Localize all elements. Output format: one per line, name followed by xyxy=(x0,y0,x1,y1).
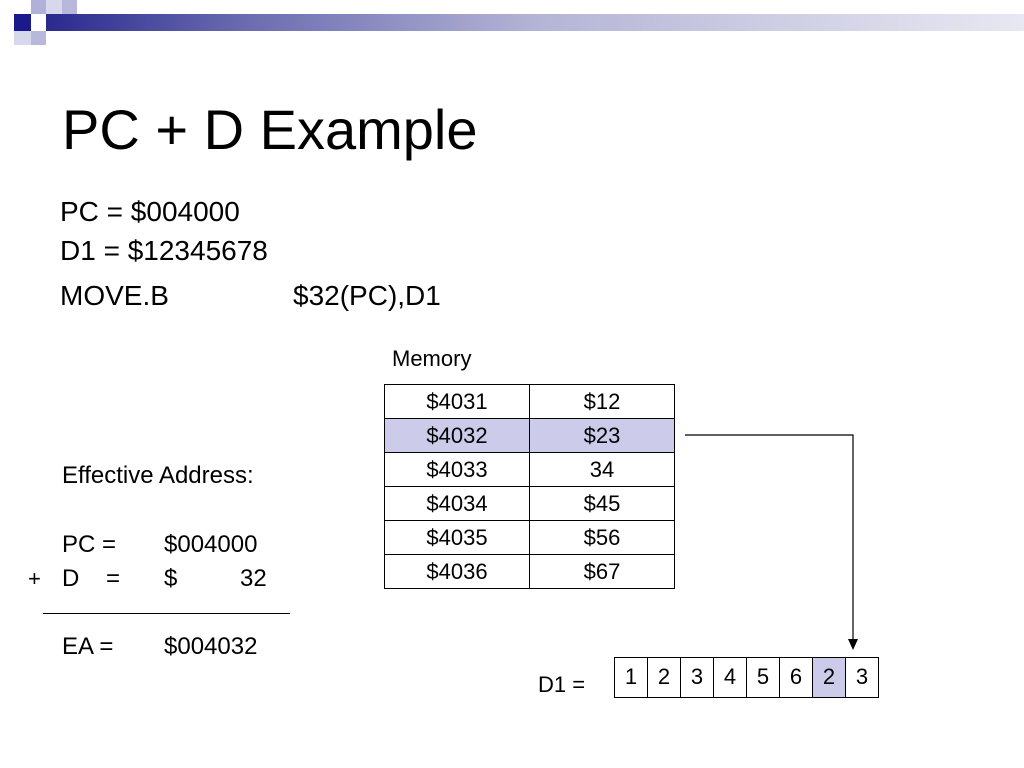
memory-label: Memory xyxy=(392,346,472,371)
register-digit: 6 xyxy=(779,657,813,698)
ea-result-value: $004032 xyxy=(164,633,258,660)
memory-address: $4033 xyxy=(384,452,530,487)
memory-value: $67 xyxy=(529,554,675,589)
header-gradient xyxy=(46,14,1024,31)
register-digit: 4 xyxy=(713,657,747,698)
ea-plus-sign: + xyxy=(28,566,41,591)
memory-address: $4032 xyxy=(384,418,530,453)
arrow-line xyxy=(685,434,854,640)
register-digit: 3 xyxy=(845,657,879,698)
table-row: $4035$56 xyxy=(384,520,675,555)
ea-d-label: D xyxy=(62,565,80,592)
ea-d-equals: = xyxy=(106,565,121,592)
ea-d-value: 32 xyxy=(240,565,267,592)
d1-label: D1 = xyxy=(538,672,586,697)
memory-address: $4036 xyxy=(384,554,530,589)
memory-value: $56 xyxy=(529,520,675,555)
ea-result-label: EA = xyxy=(62,633,114,660)
table-row: $4034$45 xyxy=(384,486,675,521)
header-bar xyxy=(0,0,1024,45)
register-digit: 2 xyxy=(647,657,681,698)
d1-register: 1 2 3 4 5 6 2 3 xyxy=(614,657,879,698)
register-digit: 3 xyxy=(680,657,714,698)
header-square xyxy=(46,0,62,14)
ea-pc-value: $004000 xyxy=(164,531,258,558)
register-digit: 2 xyxy=(812,657,846,698)
memory-value: $45 xyxy=(529,486,675,521)
instruction-mnemonic: MOVE.B xyxy=(60,280,169,311)
header-square xyxy=(14,31,31,45)
arrow-head xyxy=(848,639,858,650)
table-row: $4036$67 xyxy=(384,554,675,589)
slide-title: PC + D Example xyxy=(62,98,478,161)
header-square xyxy=(62,0,77,14)
memory-value: $23 xyxy=(529,418,675,453)
instruction-operands: $32(PC),D1 xyxy=(293,280,441,311)
header-square xyxy=(14,14,31,31)
ea-d-dollar: $ xyxy=(164,565,178,592)
code-line-d1: D1 = $12345678 xyxy=(60,235,268,266)
memory-address: $4034 xyxy=(384,486,530,521)
ea-sum-rule xyxy=(43,613,290,614)
memory-value: $12 xyxy=(529,384,675,419)
register-row: 1 2 3 4 5 6 2 3 xyxy=(614,657,879,698)
table-row: $4032$23 xyxy=(384,418,675,453)
table-row: $4031$12 xyxy=(384,384,675,419)
code-line-pc: PC = $004000 xyxy=(60,196,240,227)
header-square xyxy=(31,0,46,14)
memory-address: $4035 xyxy=(384,520,530,555)
memory-address: $4031 xyxy=(384,384,530,419)
ea-pc-label: PC = xyxy=(62,531,117,558)
register-digit: 5 xyxy=(746,657,780,698)
memory-value: 34 xyxy=(529,452,675,487)
ea-heading: Effective Address: xyxy=(62,462,254,489)
header-square xyxy=(31,31,46,45)
register-digit: 1 xyxy=(614,657,648,698)
